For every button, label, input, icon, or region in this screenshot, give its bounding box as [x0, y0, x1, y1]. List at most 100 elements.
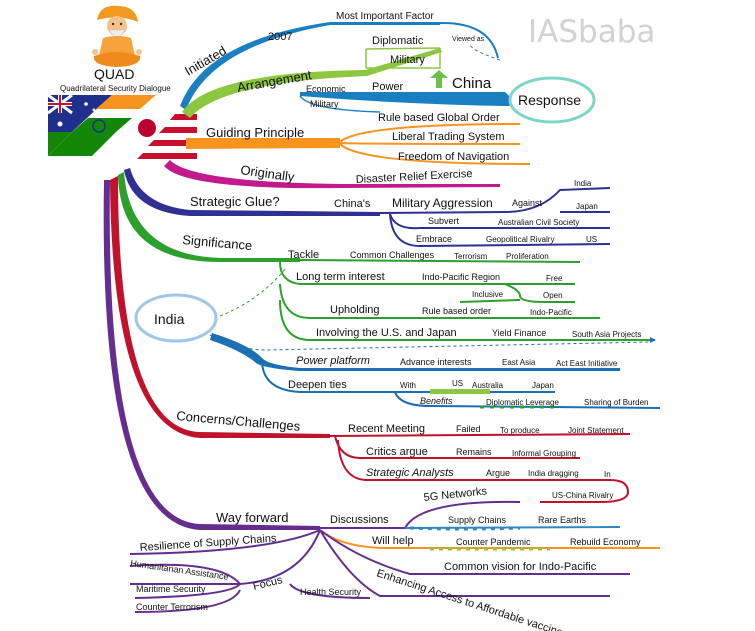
- sig-rule-based: Rule based order: [422, 306, 491, 316]
- india-us: US: [452, 379, 463, 388]
- way-rebuild: Rebuild Economy: [570, 537, 641, 547]
- china-label: China: [452, 75, 492, 92]
- way-label: Way forward: [216, 510, 288, 525]
- most-important-factor: Most Important Factor: [336, 11, 434, 22]
- glue-aggression: Military Aggression: [392, 196, 493, 210]
- sig-yield: Yield Finance: [492, 328, 546, 338]
- way-pandemic: Counter Pandemic: [456, 537, 531, 547]
- concerns-recent: Recent Meeting: [348, 423, 425, 435]
- glue-japan: Japan: [576, 202, 598, 211]
- watermark: IASbaba: [528, 14, 655, 50]
- india-with: With: [400, 381, 416, 390]
- india-label: India: [154, 311, 185, 327]
- way-vaccines: Enhancing Access to Affordable vaccines: [375, 567, 570, 631]
- arrangement-economic: Economic: [306, 84, 346, 94]
- india-advance: Advance interests: [400, 357, 472, 367]
- way-rare: Rare Earths: [538, 515, 587, 525]
- branch-originally: [164, 160, 500, 189]
- sig-south-asia: South Asia Projects: [572, 330, 641, 339]
- concerns-label: Concerns/Challenges: [176, 408, 302, 434]
- guiding-item-2: Liberal Trading System: [392, 131, 505, 143]
- glue-against: Against: [512, 198, 543, 208]
- india-deepen: Deepen ties: [288, 379, 347, 391]
- glue-label: Strategic Glue?: [190, 194, 280, 209]
- way-health: Health Security: [300, 587, 362, 597]
- sig-tackle: Tackle: [288, 249, 319, 261]
- way-focus: Focus: [252, 574, 284, 593]
- sig-proliferation: Proliferation: [506, 252, 549, 261]
- concerns-critics: Critics argue: [366, 446, 428, 458]
- response-bubble: [508, 76, 596, 124]
- arrangement-diplomatic: Diplomatic: [372, 35, 424, 47]
- guru-illustration: [92, 5, 142, 67]
- sig-challenges: Common Challenges: [350, 250, 435, 260]
- branches: [103, 21, 661, 613]
- glue-india: India: [574, 179, 592, 188]
- way-humanitarian: Humanitarian Assistance: [130, 558, 229, 582]
- sig-upholding: Upholding: [330, 304, 380, 316]
- concerns-rivalry: US-China Rivalry: [552, 491, 613, 500]
- india-act-east: Act East Initiative: [556, 359, 618, 368]
- sig-indo-pacific: Indo-Pacific: [530, 308, 572, 317]
- sig-involving: Involving the U.S. and Japan: [316, 327, 457, 339]
- india-japan: Japan: [532, 381, 554, 390]
- branch-way: [103, 180, 320, 530]
- india-east-asia: East Asia: [502, 358, 536, 367]
- glue-civil: Australian Civil Society: [498, 218, 579, 227]
- australia-flag: [47, 93, 112, 132]
- guiding-item-1: Rule based Global Order: [378, 112, 500, 124]
- glue-chinas: China's: [334, 198, 371, 210]
- arrangement-military: Military: [390, 54, 425, 66]
- concerns-remains: Remains: [456, 447, 492, 457]
- significance-label: Significance: [182, 232, 253, 253]
- concerns-in: In: [604, 470, 611, 479]
- glue-us: US: [586, 235, 597, 244]
- india-benefits: Benefits: [420, 396, 453, 406]
- flags: [47, 93, 197, 166]
- page-subtitle: Quadrilateral Security Dialogue: [60, 84, 171, 93]
- arrangement-power: Power: [372, 81, 404, 93]
- way-counter-terror: Counter Terrorism: [136, 602, 208, 612]
- sig-open: Open: [543, 291, 563, 300]
- way-maritime: Maritime Security: [136, 584, 206, 594]
- way-common-vision: Common vision for Indo-Pacific: [444, 561, 597, 573]
- glue-embrace: Embrace: [416, 234, 452, 244]
- guiding-label: Guiding Principle: [206, 125, 304, 140]
- page-title: QUAD: [94, 66, 134, 82]
- initiated-year: 2007: [268, 31, 292, 43]
- arrangement-label: Arrangement: [236, 67, 313, 95]
- usa-flag: [128, 114, 197, 166]
- india-flag: [48, 95, 156, 156]
- branch-guiding: [186, 138, 340, 149]
- india-power-platform: Power platform: [296, 355, 370, 367]
- way-discussions: Discussions: [330, 514, 389, 526]
- sig-indo-pacific-region: Indo-Pacific Region: [422, 272, 500, 282]
- concerns-produce: To produce: [500, 426, 540, 435]
- sig-long-term: Long term interest: [296, 271, 385, 283]
- india-australia: Australia: [472, 381, 504, 390]
- japan-flag: [118, 95, 175, 137]
- sig-inclusive: Inclusive: [472, 290, 504, 299]
- india-burden: Sharing of Burden: [584, 398, 649, 407]
- arrow-up-icon: [430, 70, 448, 88]
- response-label: Response: [518, 92, 581, 108]
- way-will-help: Will help: [372, 535, 414, 547]
- originally-item: Disaster Relief Exercise: [356, 168, 473, 186]
- glue-rivalry: Geopolitical Rivalry: [486, 235, 554, 244]
- way-supply: Supply Chains: [448, 515, 507, 525]
- concerns-dragging: India dragging: [528, 469, 579, 478]
- concerns-joint: Joint Statement: [568, 426, 624, 435]
- concerns-argue: Argue: [486, 468, 510, 478]
- arrangement-military-2: Military: [310, 99, 339, 109]
- concerns-failed: Failed: [456, 424, 481, 434]
- india-leverage: Diplomatic Leverage: [486, 398, 559, 407]
- concerns-informal: Informal Grouping: [512, 449, 576, 458]
- glue-subvert: Subvert: [428, 216, 460, 226]
- sig-terrorism: Terrorism: [454, 252, 488, 261]
- guiding-item-3: Freedom of Navigation: [398, 151, 509, 163]
- way-5g: 5G Networks: [423, 485, 488, 504]
- concerns-analysts: Strategic Analysts: [366, 467, 454, 479]
- india-bubble: [134, 293, 218, 343]
- viewed-as: Viewed as: [452, 36, 485, 43]
